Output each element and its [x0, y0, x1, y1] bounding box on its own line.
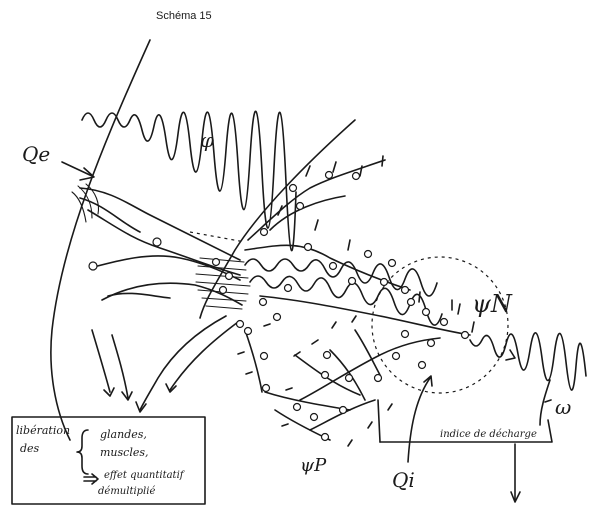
label-qi: Qi: [392, 468, 415, 492]
synapse-hatching: [195, 257, 251, 310]
box-line-effet: effet quantitatif: [104, 470, 184, 481]
box-left-line1: libération: [16, 424, 71, 437]
label-psi-p: ψP: [300, 455, 327, 476]
decharge-line: [379, 419, 553, 443]
qe-arrow: [61, 161, 93, 177]
label-qe: Qe: [22, 142, 51, 166]
label-phi: φ: [200, 128, 215, 152]
double-arrow: [83, 473, 99, 485]
synapse-ticks: [237, 155, 552, 447]
phi-wave: [81, 110, 297, 252]
outer-boundary-curve: [50, 39, 151, 441]
box-line-glandes: glandes,: [100, 428, 147, 441]
box-line-muscles: muscles,: [100, 446, 149, 459]
output-box: [11, 416, 206, 505]
label-indice-decharge: indice de décharge: [440, 429, 537, 440]
diagram-title: Schéma 15: [156, 10, 212, 22]
box-line-demultiplie: démultiplié: [98, 486, 156, 497]
omega-wave: [469, 332, 587, 391]
network-nodes: [88, 170, 470, 442]
label-omega: ω: [555, 395, 572, 419]
psi-n-circle: [371, 256, 509, 394]
qi-arrow: [407, 377, 431, 463]
label-psi-n: ψN: [472, 290, 512, 318]
box-left-line2: des: [20, 442, 40, 455]
brace: [76, 429, 89, 475]
inner-boundary-curve: [199, 119, 356, 319]
